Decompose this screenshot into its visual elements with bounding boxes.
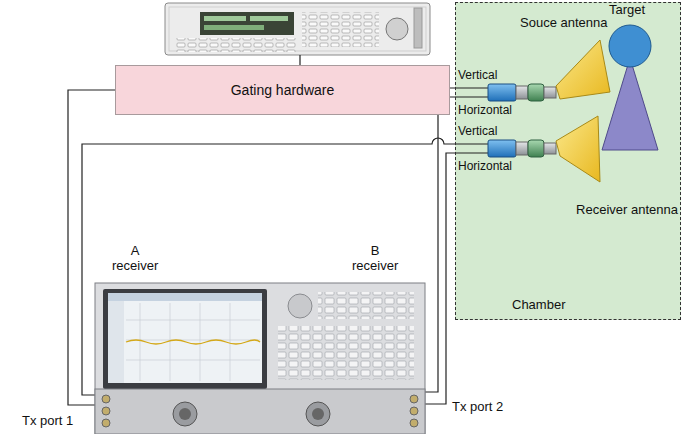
adapter: [516, 86, 528, 99]
polarization-label: Vertical: [458, 125, 497, 139]
generator-bezel: [169, 7, 426, 51]
port-connector: [312, 408, 324, 420]
display-segment: [204, 25, 264, 30]
dual-pol-feed: [488, 140, 516, 157]
adapter: [544, 87, 556, 98]
generator-knob: [386, 18, 408, 40]
front-panel: [95, 389, 425, 434]
trigger-wire: [299, 55, 300, 65]
keypad: [278, 326, 414, 380]
adapter: [516, 142, 528, 155]
nav-pad: [288, 294, 312, 318]
generator-display: [200, 12, 294, 35]
receiver-label: A receiver: [112, 244, 158, 274]
sma-connector: [102, 419, 110, 427]
port-connector: [173, 402, 197, 426]
screen-bezel: [103, 289, 267, 389]
a-receiver-wire: [82, 138, 488, 395]
antenna-label: Souce antenna: [520, 16, 607, 31]
receiver-label: B receiver: [352, 244, 398, 274]
polarization-label: Horizontal: [458, 160, 512, 174]
screen-menu: [108, 301, 124, 383]
target-sphere: [609, 25, 651, 67]
sma-connector: [410, 407, 418, 415]
generator-buttons: [176, 38, 297, 52]
port-connector: [179, 408, 191, 420]
sma-connector: [410, 395, 418, 403]
grid-lines: [126, 303, 260, 381]
adapter: [528, 84, 544, 101]
target-label: Target: [609, 3, 645, 18]
antenna-label: Receiver antenna: [576, 203, 678, 218]
chamber-fill: [455, 2, 681, 320]
trace: [126, 340, 260, 344]
port-label: Tx port 1: [22, 414, 73, 429]
adapter: [544, 143, 556, 154]
keypad: [318, 292, 414, 319]
dual-pol-feed: [488, 84, 516, 101]
screen-grid: [126, 303, 260, 381]
small-connectors: [102, 395, 418, 427]
generator-buttons: [302, 12, 379, 47]
node-label: Gating hardware: [231, 82, 335, 98]
target-stand: [602, 58, 658, 150]
display-segment: [250, 16, 288, 21]
tx-port2-wire: [425, 115, 438, 392]
port-connector: [306, 402, 330, 426]
display-segment: [204, 16, 246, 21]
port-label: Tx port 2: [452, 400, 503, 415]
polarization-label: Horizontal: [458, 104, 512, 118]
b-receiver-wire: [425, 153, 488, 404]
generator-slot: [414, 8, 422, 48]
gating-box: Gating hardware: [115, 65, 450, 115]
screen-toolbar: [108, 293, 262, 301]
sma-connector: [102, 407, 110, 415]
target: [602, 25, 658, 150]
generator-body: [165, 3, 430, 55]
network-analyzer: [95, 283, 425, 434]
sma-connector: [102, 395, 110, 403]
polarization-label: Vertical: [458, 69, 497, 83]
screen: [108, 293, 262, 383]
pulse-generator: [165, 3, 430, 55]
analyzer-body: [95, 283, 425, 434]
adapter: [528, 140, 544, 157]
source-antenna: [488, 40, 610, 101]
horn: [556, 116, 600, 182]
node-label: Chamber: [512, 298, 565, 313]
horn: [556, 40, 610, 99]
sma-connector: [410, 419, 418, 427]
